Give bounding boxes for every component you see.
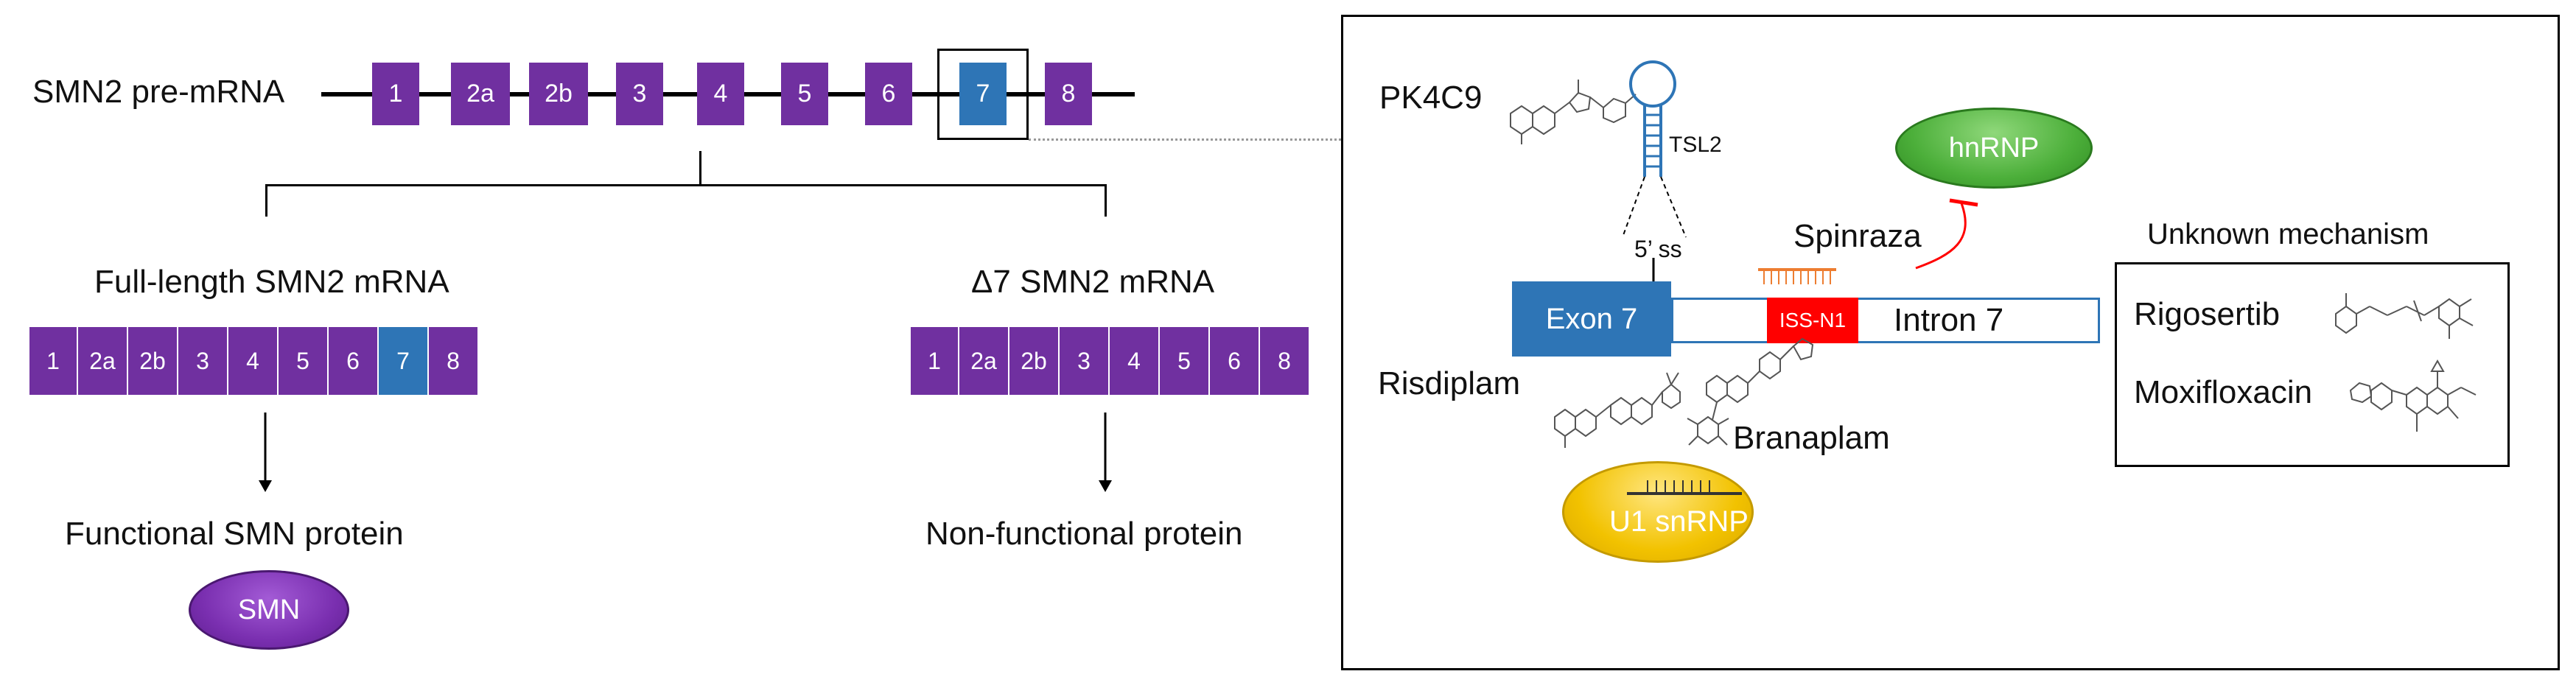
fl-exon-1: 1	[29, 327, 77, 395]
tsl2-label: TSL2	[1669, 133, 1722, 157]
pre-exon-4: 4	[697, 63, 744, 125]
pre-exon-6: 6	[865, 63, 912, 125]
inhibition-arc	[1915, 198, 1978, 270]
d7-exon-4: 4	[1110, 327, 1158, 395]
rigosertib-label: Rigosertib	[2134, 296, 2281, 332]
pre-exon-3: 3	[616, 63, 663, 125]
split-bar	[265, 184, 1107, 186]
exon7-highlight-box	[937, 49, 1029, 140]
u1-rna-strand	[1627, 480, 1742, 495]
pre-exon-2b: 2b	[529, 63, 588, 125]
pk4c9-structure-icon	[1510, 80, 1637, 144]
pre-exon-1: 1	[372, 63, 419, 125]
fl-exon-3: 3	[178, 327, 227, 395]
full-length-label: Full-length SMN2 mRNA	[94, 264, 449, 300]
functional-protein-label: Functional SMN protein	[65, 516, 404, 552]
unknown-mechanism-box	[2115, 262, 2510, 467]
pre-mrna-label: SMN2 pre-mRNA	[32, 74, 285, 110]
fl-exon-5: 5	[279, 327, 327, 395]
fl-exon-6: 6	[329, 327, 377, 395]
exon7-box: Exon 7	[1512, 281, 1671, 357]
intron7-label: Intron 7	[1894, 302, 2004, 338]
smn-protein-ellipse: SMN	[189, 570, 349, 650]
nonfunctional-protein-label: Non-functional protein	[925, 516, 1243, 552]
d7-exon-2b: 2b	[1009, 327, 1058, 395]
hnrnp-ellipse: hnRNP	[1895, 108, 2093, 189]
fl-exon-4: 4	[228, 327, 277, 395]
risdiplam-structure-icon	[1554, 372, 1681, 448]
pre-exon-8: 8	[1045, 63, 1092, 125]
pre-exon-2a: 2a	[451, 63, 510, 125]
fl-arrow	[259, 413, 272, 492]
split-left-drop	[265, 184, 267, 217]
zoom-connector	[1029, 138, 1341, 141]
five-ss-label: 5’ ss	[1634, 236, 1682, 262]
spinraza-oligo	[1758, 268, 1836, 284]
mechanism-panel	[1341, 15, 2560, 670]
d7-exon-8: 8	[1260, 327, 1309, 395]
d7-exon-3: 3	[1060, 327, 1108, 395]
fl-exon-2b: 2b	[128, 327, 177, 395]
pre-exon-5: 5	[781, 63, 828, 125]
split-stem	[699, 151, 701, 186]
moxifloxacin-label: Moxifloxacin	[2134, 374, 2313, 410]
d7-arrow	[1099, 413, 1112, 492]
unknown-mechanism-title: Unknown mechanism	[2147, 218, 2429, 250]
spinraza-label: Spinraza	[1793, 218, 1922, 254]
branaplam-structure-icon	[1687, 337, 1814, 446]
iss-n1-box: ISS-N1	[1767, 298, 1858, 343]
split-right-drop	[1105, 184, 1107, 217]
delta7-label: Δ7 SMN2 mRNA	[971, 264, 1215, 300]
d7-exon-5: 5	[1160, 327, 1208, 395]
intron7-bar	[1671, 298, 2100, 343]
rigosertib-structure-icon	[2335, 293, 2474, 339]
pre-exon-7: 7	[959, 63, 1007, 125]
d7-exon-6: 6	[1210, 327, 1259, 395]
u1-snrnp-label: U1 snRNP	[1609, 505, 1749, 538]
d7-exon-2a: 2a	[959, 327, 1008, 395]
fl-exon-7: 7	[379, 327, 427, 395]
fl-exon-2a: 2a	[78, 327, 127, 395]
tsl2-stem-loop	[1622, 60, 1687, 298]
moxifloxacin-structure-icon	[2349, 359, 2477, 432]
risdiplam-label: Risdiplam	[1378, 365, 1521, 401]
pk4c9-label: PK4C9	[1379, 80, 1483, 116]
d7-exon-1: 1	[911, 327, 958, 395]
branaplam-label: Branaplam	[1733, 420, 1890, 456]
u1-snrnp-ellipse	[1562, 461, 1754, 563]
fl-exon-8: 8	[429, 327, 477, 395]
